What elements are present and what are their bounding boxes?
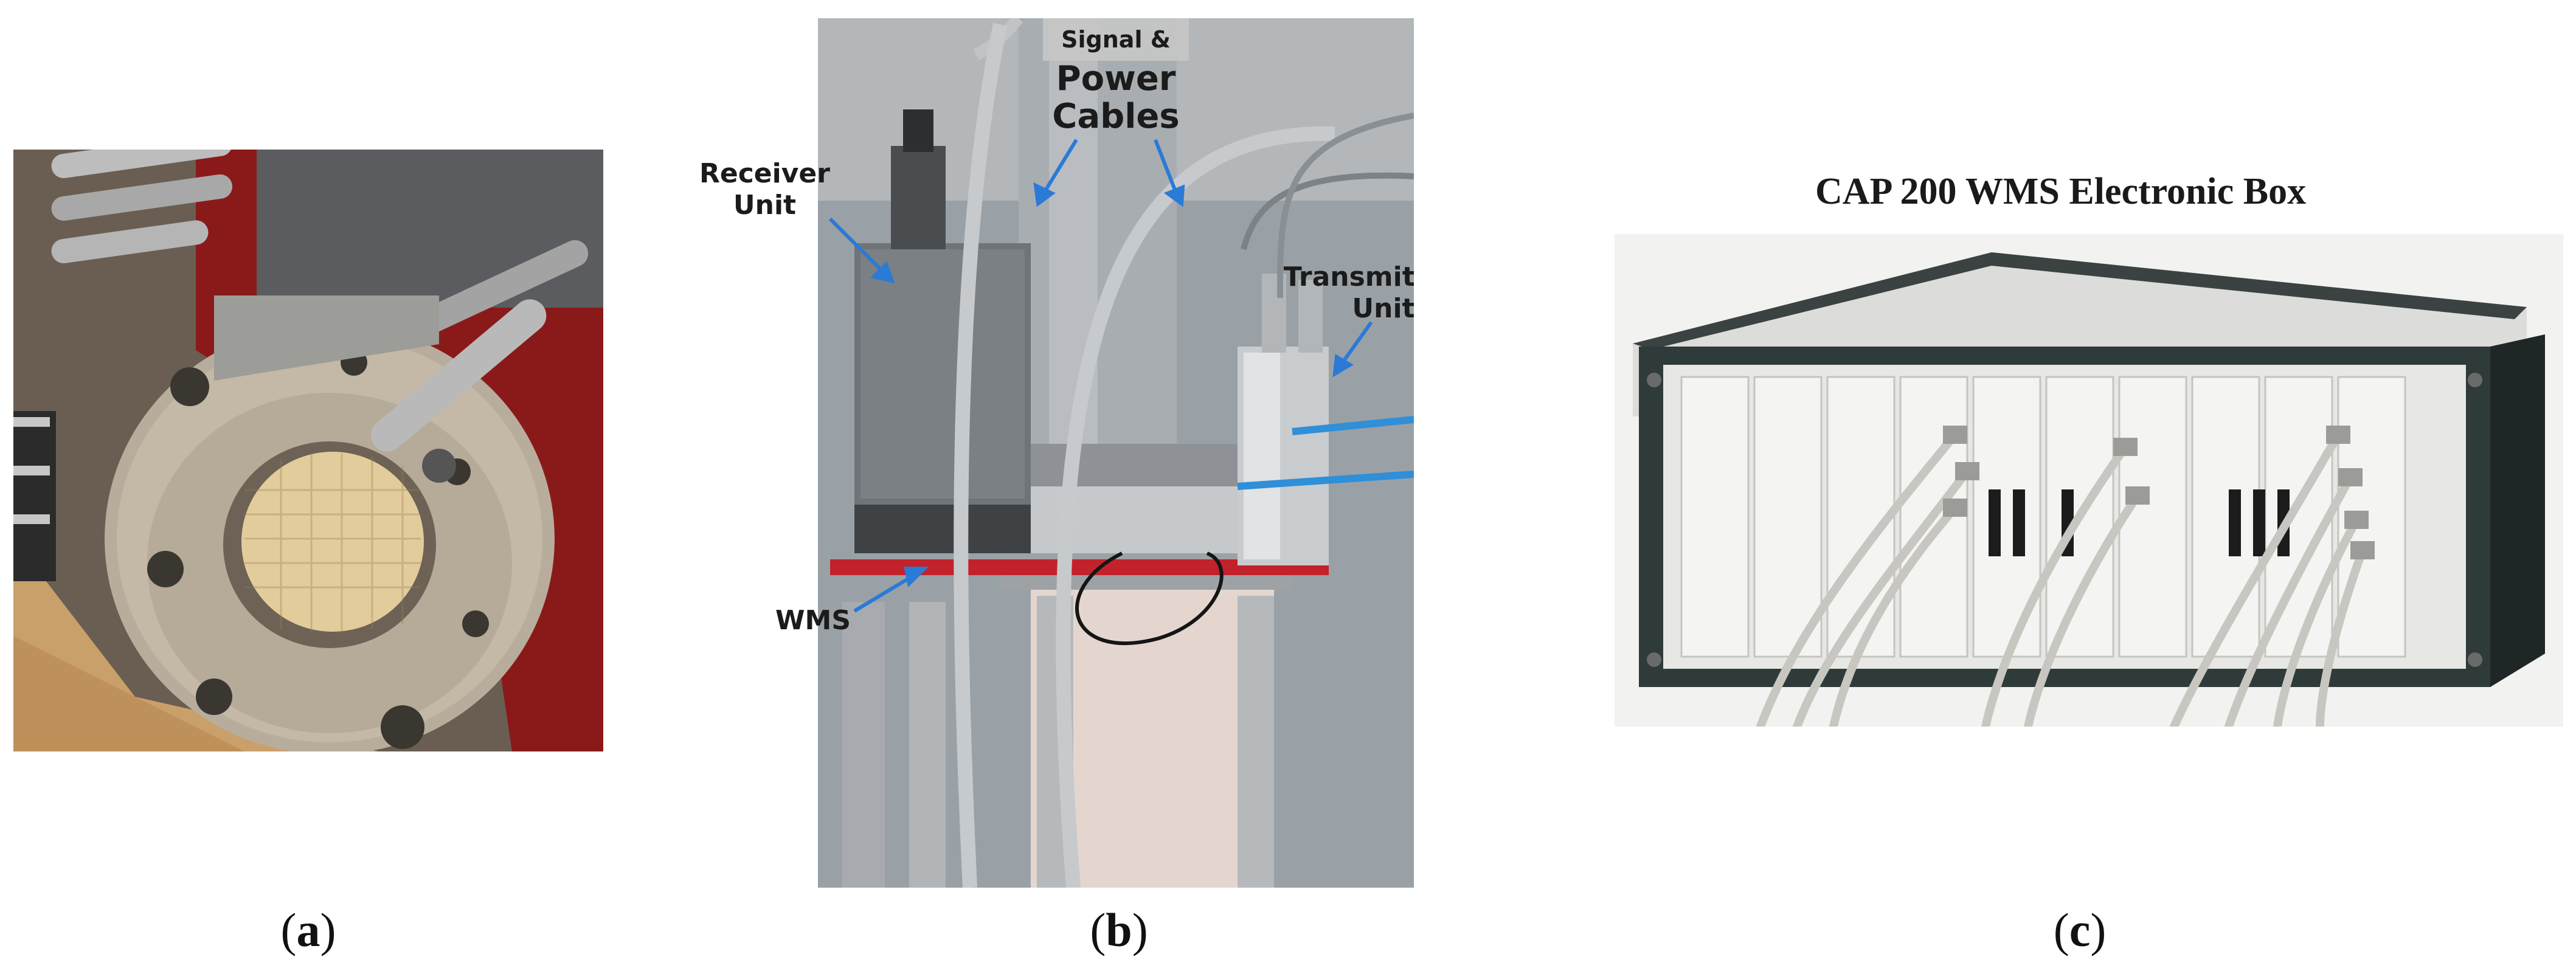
photo-electronic-box xyxy=(1615,234,2563,727)
caption-b: (b) xyxy=(1090,903,1148,956)
arrow-receiver xyxy=(828,217,887,275)
arrow-transmitter xyxy=(1339,321,1373,366)
label-transmitter-2: Unit xyxy=(1352,293,1414,324)
photo-wms-setup: Signal & Power Cables Receiver Unit Tran… xyxy=(818,18,1414,888)
label-signal: Signal & xyxy=(1061,26,1171,53)
photo-wire-mesh-sensor xyxy=(13,150,603,751)
label-wms-outer: WMS xyxy=(775,605,851,636)
arrow-cables-left xyxy=(1041,139,1078,196)
label-transmitter-1: Transmitter xyxy=(1284,261,1414,292)
panel-c-title: CAP 200 WMS Electronic Box xyxy=(1815,171,2307,212)
label-power: Power xyxy=(1056,59,1176,98)
caption-a: (a) xyxy=(280,903,336,956)
arrow-wms xyxy=(853,573,916,613)
label-receiver-outer: Receiver Unit xyxy=(699,158,830,221)
label-cables: Cables xyxy=(1052,97,1179,136)
caption-c: (c) xyxy=(2053,903,2107,956)
arrow-cables-right xyxy=(1154,139,1179,196)
